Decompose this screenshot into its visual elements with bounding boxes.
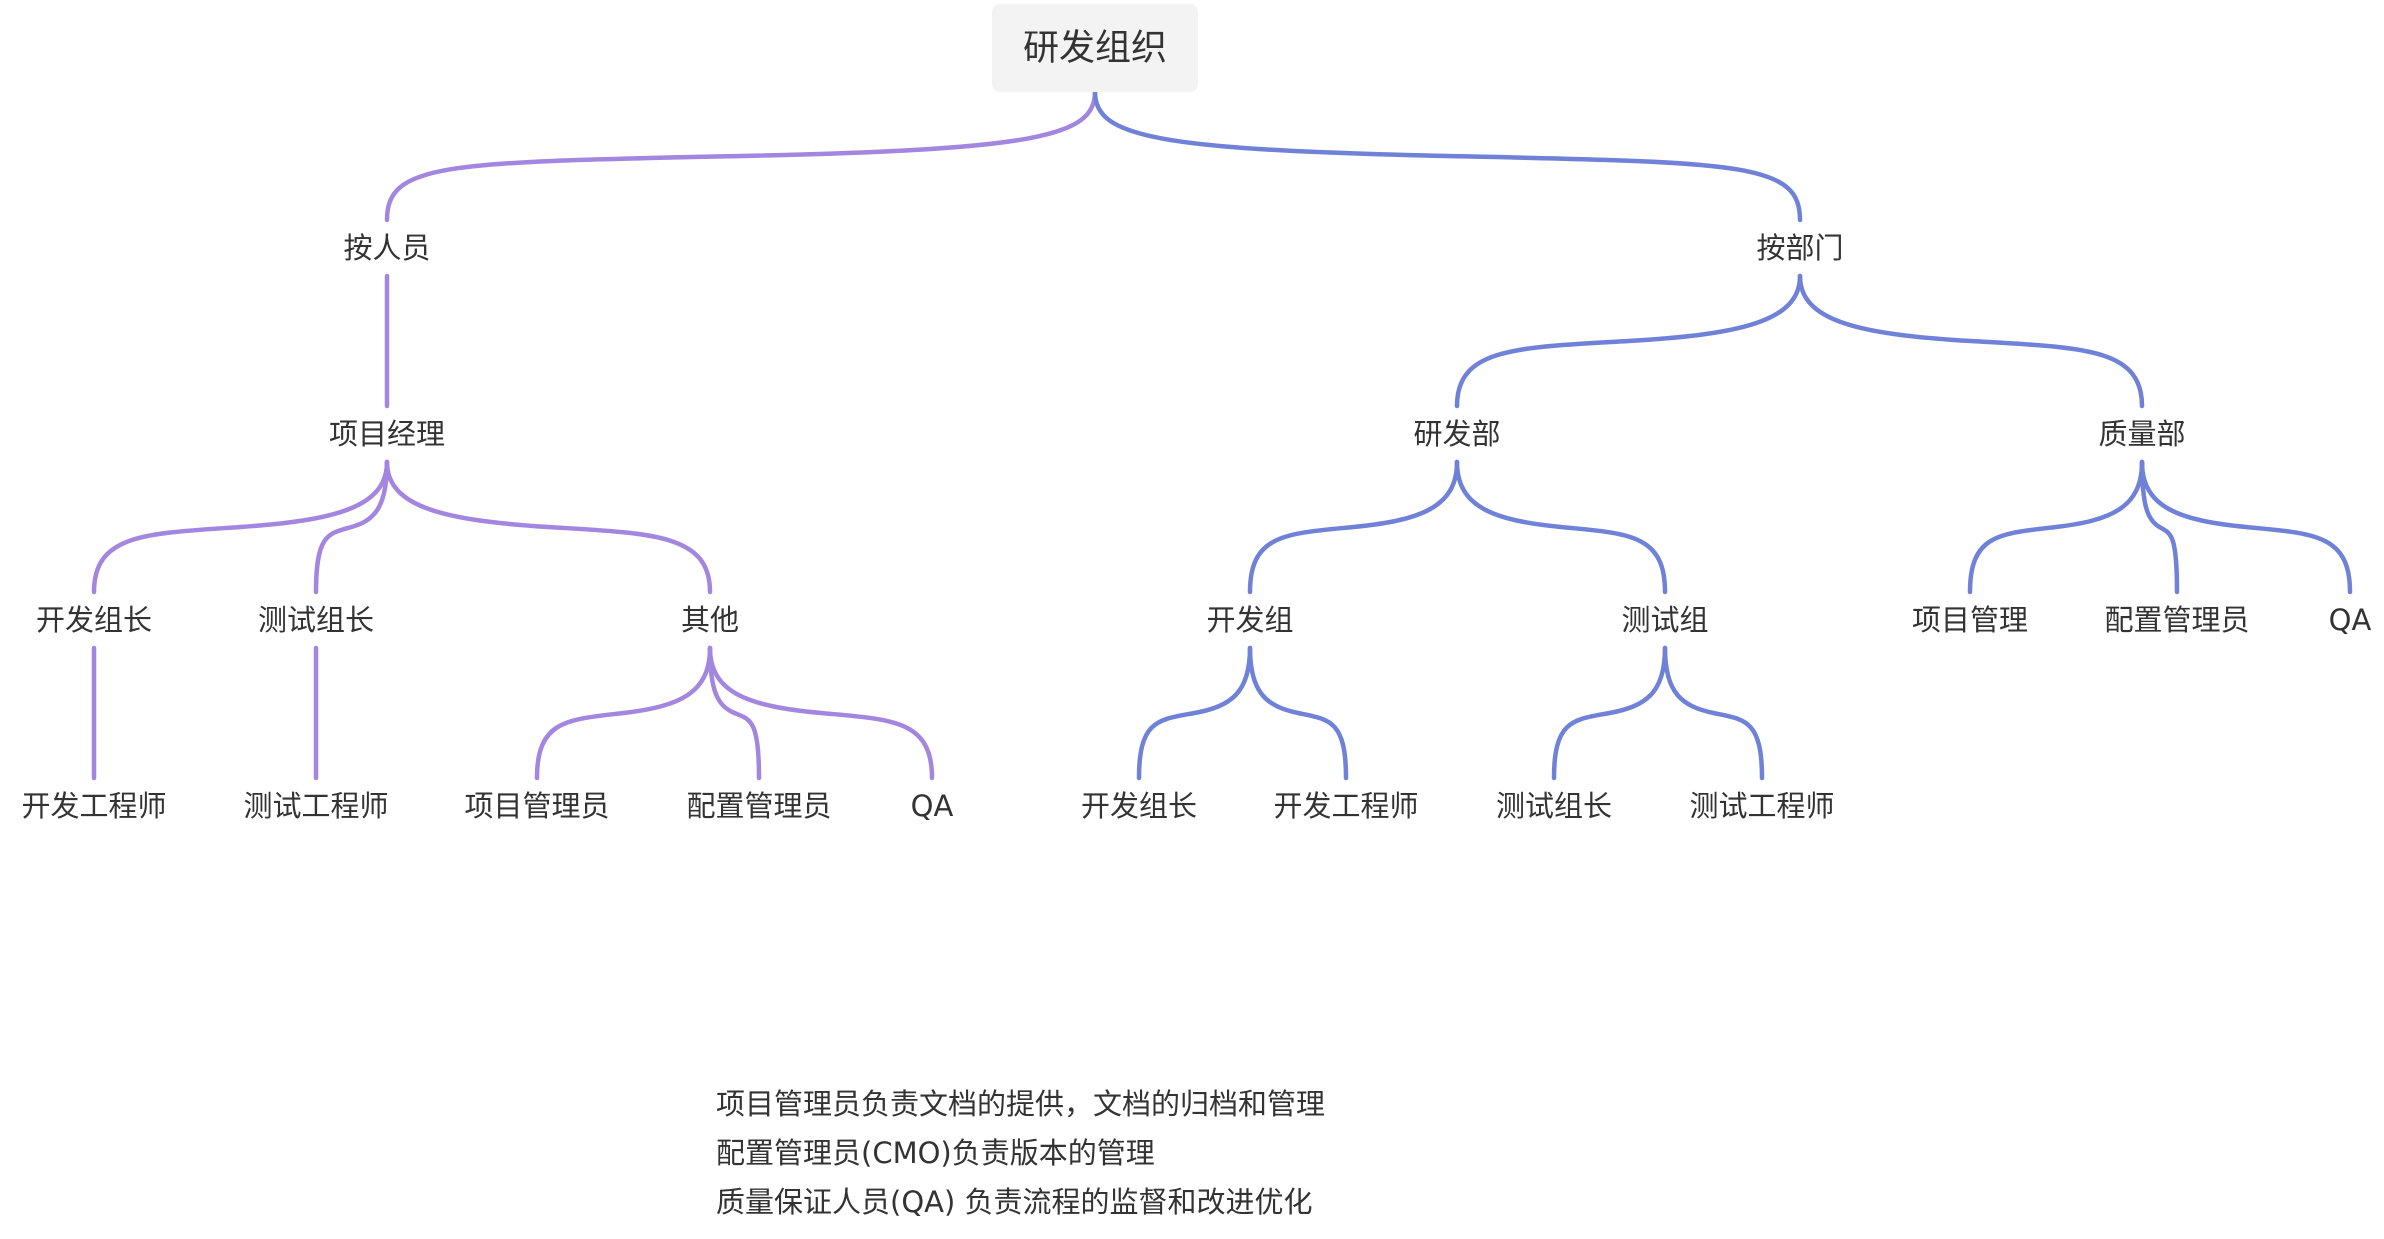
note-qa: 质量保证人员(QA) 负责流程的监督和改进优化: [716, 1185, 1313, 1219]
node-label-config-admin-2: 配置管理员: [2104, 603, 2249, 637]
node-root[interactable]: 研发组织: [992, 4, 1198, 92]
node-dev-group-lead[interactable]: 开发组长: [1081, 789, 1197, 823]
node-label-config-admin: 配置管理员: [686, 789, 831, 823]
node-label-by-person: 按人员: [343, 231, 430, 265]
tree-nodes: 研发组织按人员项目经理开发组长开发工程师测试组长测试工程师其他项目管理员配置管理…: [21, 4, 2371, 823]
node-label-qa-2: QA: [2329, 603, 2372, 637]
node-dev-group[interactable]: 开发组: [1206, 603, 1293, 637]
node-label-test-group: 测试组: [1621, 603, 1708, 637]
node-dev-lead[interactable]: 开发组长: [36, 603, 152, 637]
tree-edges: [91, 89, 2353, 781]
node-label-root: 研发组织: [1023, 28, 1167, 69]
node-test-group-engineer[interactable]: 测试工程师: [1689, 789, 1834, 823]
node-label-dev-group-lead: 开发组长: [1081, 789, 1197, 823]
node-by-person[interactable]: 按人员: [343, 231, 430, 265]
edge-by-dept-to-rd-dept: [1454, 273, 1803, 409]
edge-by-dept-to-qa-dept: [1797, 273, 2145, 409]
node-label-project-mgmt: 项目管理: [1912, 603, 2028, 637]
note-config-admin: 配置管理员(CMO)负责版本的管理: [716, 1136, 1155, 1170]
node-label-dev-engineer: 开发工程师: [21, 789, 166, 823]
edge-other-to-qa-1: [707, 645, 935, 781]
node-project-admin[interactable]: 项目管理员: [464, 789, 609, 823]
root-node-box: [992, 4, 1198, 92]
node-label-qa-dept: 质量部: [2098, 417, 2185, 451]
node-label-test-engineer: 测试工程师: [243, 789, 388, 823]
edge-qa-dept-to-qa-2: [2139, 459, 2353, 595]
edge-dev-group-to-dev-group-lead: [1136, 645, 1253, 781]
node-label-dev-lead: 开发组长: [36, 603, 152, 637]
node-test-engineer[interactable]: 测试工程师: [243, 789, 388, 823]
node-qa-1[interactable]: QA: [911, 789, 954, 823]
edge-dev-group-to-dev-group-engineer: [1247, 645, 1349, 781]
node-config-admin-2[interactable]: 配置管理员: [2104, 603, 2249, 637]
node-label-test-lead: 测试组长: [258, 603, 374, 637]
node-label-rd-dept: 研发部: [1413, 417, 1500, 451]
node-project-mgmt[interactable]: 项目管理: [1912, 603, 2028, 637]
node-other[interactable]: 其他: [681, 603, 739, 637]
edge-test-group-to-test-group-lead: [1551, 645, 1668, 781]
edge-other-to-project-admin: [534, 645, 713, 781]
edge-rd-dept-to-test-group: [1454, 459, 1668, 595]
edge-rd-dept-to-dev-group: [1247, 459, 1460, 595]
node-label-pm: 项目经理: [329, 417, 445, 451]
edge-root-to-by-dept: [1092, 89, 1803, 223]
node-qa-2[interactable]: QA: [2329, 603, 2372, 637]
edge-root-to-by-person: [384, 89, 1098, 223]
node-test-lead[interactable]: 测试组长: [258, 603, 374, 637]
node-dev-group-engineer[interactable]: 开发工程师: [1273, 789, 1418, 823]
edge-pm-to-test-lead: [313, 459, 390, 595]
node-label-dev-group-engineer: 开发工程师: [1273, 789, 1418, 823]
node-config-admin[interactable]: 配置管理员: [686, 789, 831, 823]
edge-other-to-config-admin: [707, 645, 762, 781]
edge-qa-dept-to-project-mgmt: [1967, 459, 2145, 595]
edge-qa-dept-to-config-admin-2: [2139, 459, 2180, 595]
edge-pm-to-dev-lead: [91, 459, 390, 595]
node-test-group-lead[interactable]: 测试组长: [1496, 789, 1612, 823]
node-by-dept[interactable]: 按部门: [1756, 231, 1843, 265]
node-label-test-group-lead: 测试组长: [1496, 789, 1612, 823]
node-pm[interactable]: 项目经理: [329, 417, 445, 451]
node-label-by-dept: 按部门: [1756, 231, 1843, 265]
node-label-project-admin: 项目管理员: [464, 789, 609, 823]
node-qa-dept[interactable]: 质量部: [2098, 417, 2185, 451]
node-test-group[interactable]: 测试组: [1621, 603, 1708, 637]
node-label-qa-1: QA: [911, 789, 954, 823]
notes-block: 项目管理员负责文档的提供，文档的归档和管理 配置管理员(CMO)负责版本的管理 …: [716, 1080, 1616, 1227]
edge-test-group-to-test-group-engineer: [1662, 645, 1765, 781]
node-label-test-group-engineer: 测试工程师: [1689, 789, 1834, 823]
node-label-other: 其他: [681, 603, 739, 637]
note-project-admin: 项目管理员负责文档的提供，文档的归档和管理: [716, 1087, 1326, 1121]
edge-pm-to-other: [384, 459, 713, 595]
node-label-dev-group: 开发组: [1206, 603, 1293, 637]
node-dev-engineer[interactable]: 开发工程师: [21, 789, 166, 823]
node-rd-dept[interactable]: 研发部: [1413, 417, 1500, 451]
